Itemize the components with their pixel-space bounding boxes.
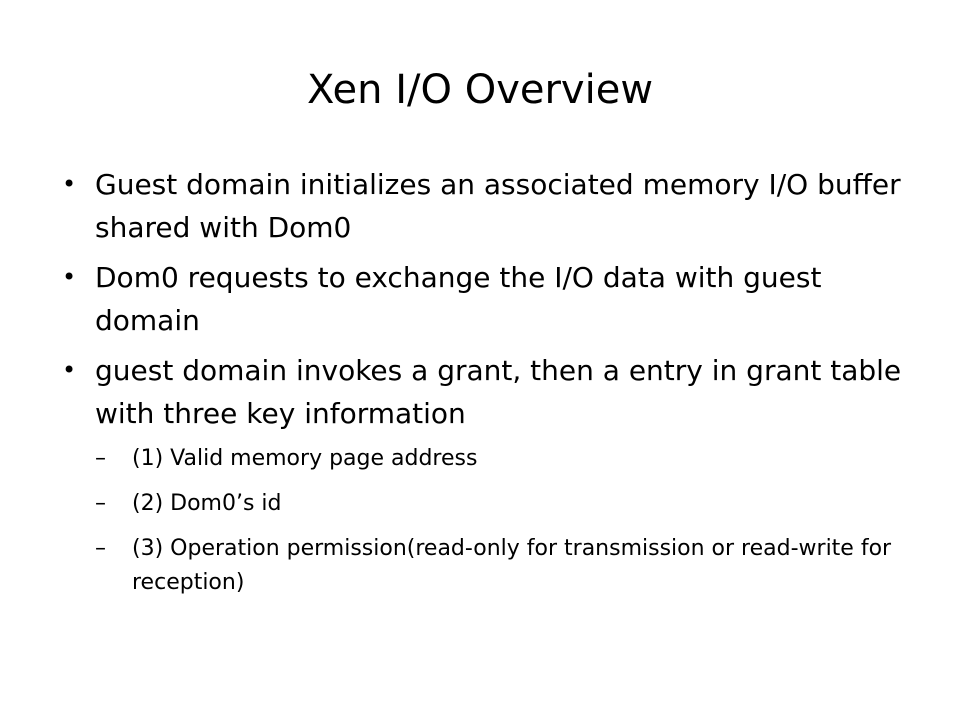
slide-title: Xen I/O Overview: [306, 67, 654, 113]
bullet-text: guest domain invokes a grant, then a ent…: [95, 354, 902, 430]
dash-icon: –: [95, 446, 106, 471]
bullet-text: Guest domain initializes an associated m…: [95, 168, 901, 244]
sub-bullet-text: (2) Dom0’s id: [132, 491, 282, 516]
dash-icon: –: [95, 536, 106, 561]
sub-bullet-item: – (3) Operation permission(read-only for…: [62, 532, 922, 600]
bullet-icon: •: [62, 356, 77, 384]
dash-icon: –: [95, 491, 106, 516]
bullet-icon: •: [62, 263, 77, 291]
bullet-item: • Dom0 requests to exchange the I/O data…: [62, 256, 922, 342]
bullet-item: • Guest domain initializes an associated…: [62, 163, 922, 249]
bullet-icon: •: [62, 170, 77, 198]
sub-bullet-item: – (1) Valid memory page address: [62, 442, 922, 476]
sub-bullet-text: (3) Operation permission(read-only for t…: [132, 536, 892, 595]
sub-bullet-text: (1) Valid memory page address: [132, 446, 478, 471]
bullet-text: Dom0 requests to exchange the I/O data w…: [95, 261, 822, 337]
bullet-item: • guest domain invokes a grant, then a e…: [62, 349, 922, 435]
sub-bullet-item: – (2) Dom0’s id: [62, 487, 922, 521]
slide-body: • Guest domain initializes an associated…: [62, 163, 922, 611]
